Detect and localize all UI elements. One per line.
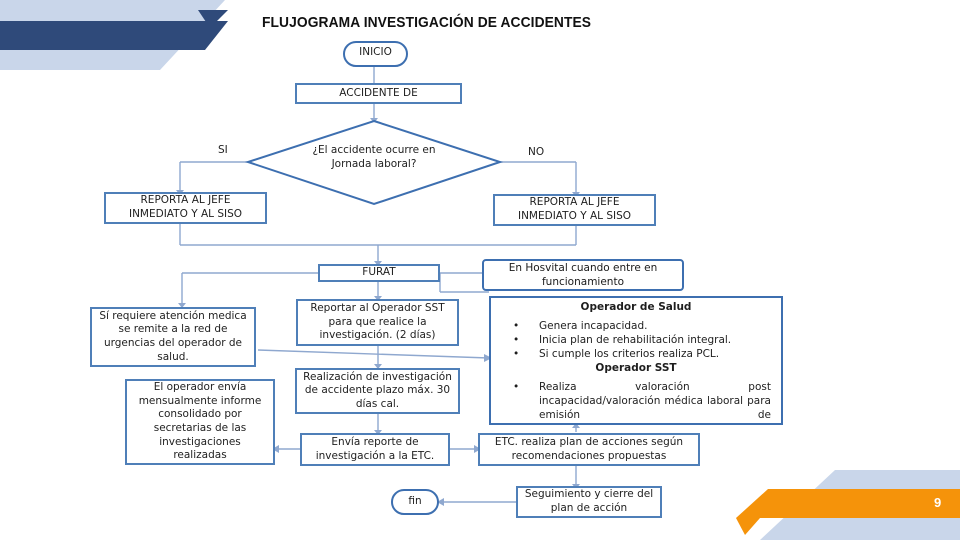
report-sst-box: Reportar al Operador SST para que realic… <box>296 299 459 346</box>
top-left-navy-band <box>0 21 228 50</box>
slide-title: FLUJOGRAMA INVESTIGACIÓN DE ACCIDENTES <box>262 14 592 31</box>
end-terminator <box>391 489 439 515</box>
end-label: fin <box>408 495 422 507</box>
health-operator-title: Operador de Salud <box>580 301 692 313</box>
medical-care-box: Sí requiere atención medica se remite a … <box>90 307 256 367</box>
decision-text: ¿El accidente ocurre en Jornada laboral? <box>312 144 436 170</box>
sst-operator-title: Operador SST <box>595 361 677 374</box>
accident-box: ACCIDENTE DE <box>295 83 462 104</box>
start-label: INICIO <box>359 46 392 58</box>
investigation-box: Realización de investigación de accident… <box>295 368 460 414</box>
furat-box: FURAT <box>318 264 440 282</box>
yes-label: SI <box>218 144 228 156</box>
report-left-box: REPORTA AL JEFE INMEDIATO Y AL SISO <box>104 192 267 224</box>
top-left-navy-tip <box>198 10 228 28</box>
no-label: NO <box>528 146 545 158</box>
health-operator-list: Genera incapacidad. Inicia plan de rehab… <box>491 319 781 362</box>
bottom-right-orange-tip <box>736 518 760 535</box>
health-operator-item: Inicia plan de rehabilitación integral. <box>513 333 781 347</box>
page-number: 9 <box>934 495 942 510</box>
etc-plan-box: ETC. realiza plan de acciones según reco… <box>478 433 700 466</box>
health-operator-item: Genera incapacidad. <box>513 319 781 333</box>
send-etc-box: Envía reporte de investigación a la ETC. <box>300 433 450 466</box>
bottom-right-orange-band <box>736 489 960 518</box>
report-right-box: REPORTA AL JEFE INMEDIATO Y AL SISO <box>493 194 656 226</box>
monthly-report-box: El operador envía mensualmente informe c… <box>125 379 275 465</box>
health-operator-item: Si cumple los criterios realiza PCL. <box>513 347 781 361</box>
follow-up-box: Seguimiento y cierre del plan de acción <box>516 486 662 518</box>
start-terminator <box>343 41 408 67</box>
decision-diamond <box>244 119 504 206</box>
connectors <box>179 66 577 503</box>
sst-operator-item: Realiza valoración post incapacidad/valo… <box>513 380 771 423</box>
hosvital-note: En Hosvital cuando entre en funcionamien… <box>482 259 684 291</box>
operators-box: Operador de Salud Genera incapacidad. In… <box>489 296 783 425</box>
